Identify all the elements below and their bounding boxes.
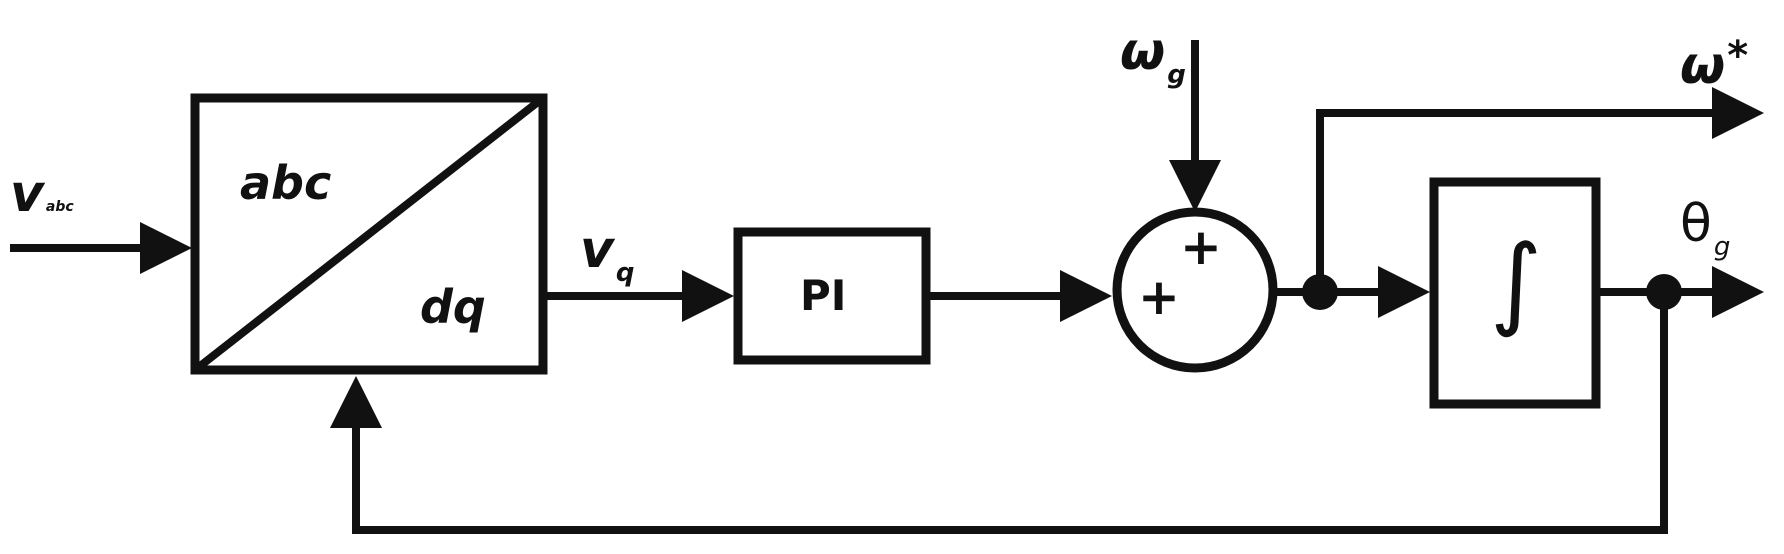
vq-arrow: [543, 270, 734, 322]
omega-g-label: ωg: [1120, 26, 1186, 88]
feedback-path: [330, 292, 1668, 534]
theta-g-label: θg: [1680, 198, 1730, 260]
omega-star-label-sup: *: [1727, 33, 1749, 79]
input-label-sub: abc: [45, 199, 74, 215]
omega-star-label: ω*: [1680, 36, 1748, 92]
vq-label-sub: q: [615, 258, 635, 288]
omega-star-arrow: [1316, 87, 1764, 292]
pi-label: PI: [800, 271, 847, 320]
vq-label-main: v: [580, 220, 614, 280]
input-label-main: v: [10, 164, 44, 224]
integrator-symbol: ∫: [1490, 223, 1543, 340]
pi-output-arrow: [926, 270, 1112, 322]
abc-dq-transform-block: [190, 93, 548, 375]
summer-sign-left: +: [1138, 268, 1180, 326]
integrator-block: [1429, 177, 1601, 409]
omega-star-label-main: ω: [1680, 36, 1726, 96]
theta-g-label-sub: g: [1713, 232, 1731, 262]
omega-g-label-main: ω: [1120, 22, 1166, 82]
theta-g-label-main: θ: [1680, 194, 1712, 254]
integrator-input-arrow: [1320, 266, 1430, 318]
vq-label: vq: [580, 224, 635, 286]
theta-g-output-arrow: [1596, 266, 1764, 318]
transform-top-label: abc: [240, 156, 332, 210]
summer-sign-top: +: [1180, 218, 1222, 276]
omega-g-arrow: [1169, 40, 1221, 212]
input-arrow: [10, 222, 192, 274]
omega-g-label-sub: g: [1167, 60, 1186, 90]
transform-bottom-label: dq: [420, 280, 486, 334]
